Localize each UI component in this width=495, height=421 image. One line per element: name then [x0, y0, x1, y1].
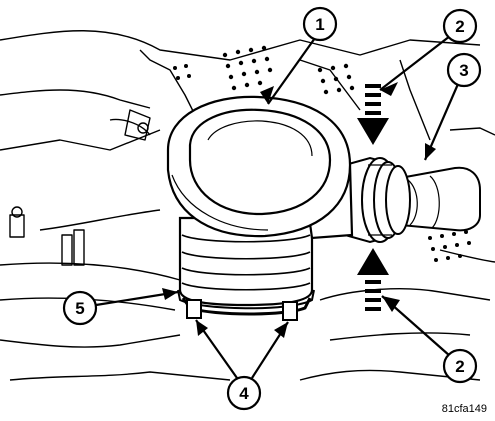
- svg-text:2: 2: [455, 17, 464, 36]
- svg-text:5: 5: [75, 299, 84, 318]
- outlet-clamp: [344, 156, 411, 244]
- filter-housing: [166, 95, 354, 307]
- vent-dots: [173, 45, 471, 262]
- callout-1: 1: [302, 6, 338, 42]
- svg-text:3: 3: [459, 61, 468, 80]
- callout-2-top: 2: [442, 8, 478, 44]
- svg-text:4: 4: [239, 384, 249, 403]
- svg-text:2: 2: [455, 357, 464, 376]
- callout-3: 3: [446, 52, 482, 88]
- base-seal: [177, 289, 315, 321]
- svg-text:1: 1: [315, 15, 324, 34]
- background-linework: [0, 30, 495, 381]
- callout-4: 4: [226, 375, 262, 411]
- callout-5: 5: [62, 290, 98, 326]
- direction-arrows: [357, 84, 389, 311]
- figure-id: 81cfa149: [441, 403, 487, 415]
- outlet-hose: [399, 166, 481, 232]
- leader-arrowheads: [162, 82, 436, 338]
- callout-2-bottom: 2: [442, 348, 478, 384]
